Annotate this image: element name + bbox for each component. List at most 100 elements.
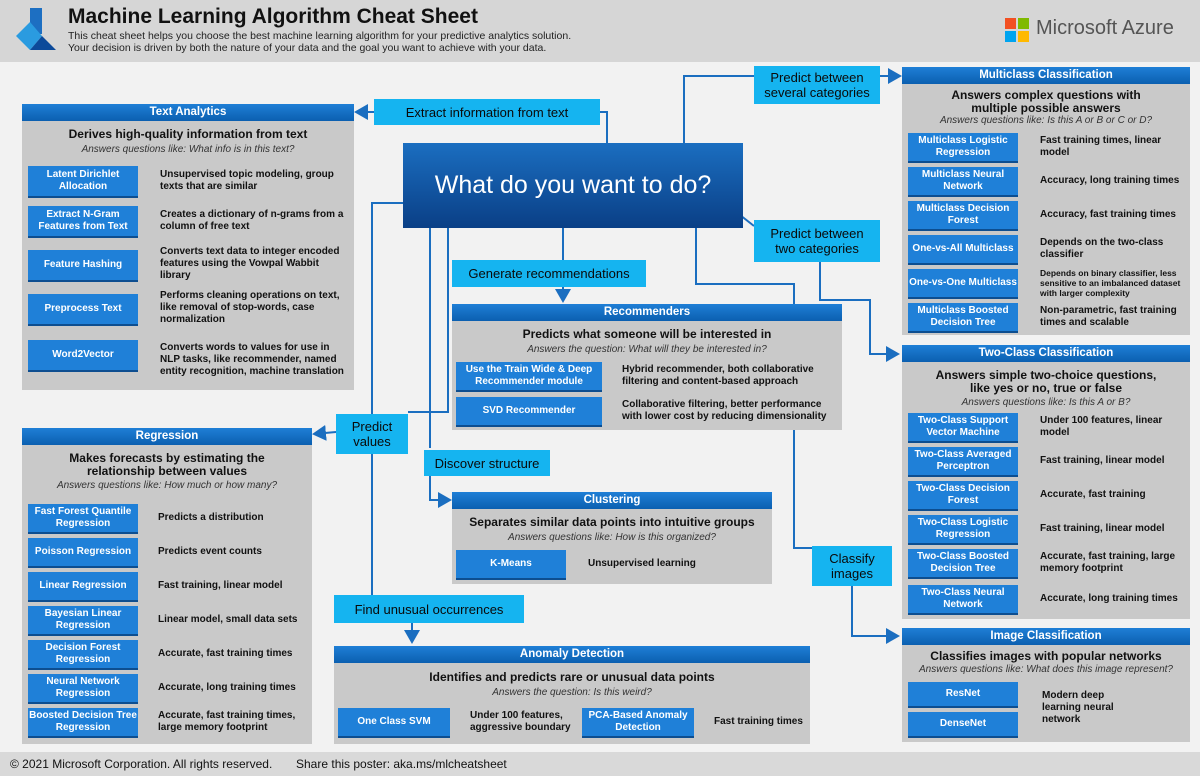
panel-header: Two-Class Classification bbox=[902, 345, 1190, 362]
algo-desc: Accurate, fast training times bbox=[158, 648, 293, 659]
recommenders-panel: Recommenders Predicts what someone will … bbox=[452, 304, 842, 430]
algo-desc: Non-parametric, fast training times and … bbox=[1040, 305, 1177, 328]
algo-two-class-perceptron[interactable]: Two-Class Averaged Perceptron bbox=[908, 447, 1018, 477]
algo-desc: Accurate, long training times bbox=[1040, 593, 1178, 604]
algo-multiclass-neural[interactable]: Multiclass Neural Network bbox=[908, 167, 1018, 197]
algo-k-means[interactable]: K-Means bbox=[456, 550, 566, 580]
page-title: Machine Learning Algorithm Cheat Sheet bbox=[68, 5, 478, 28]
algo-multiclass-logistic[interactable]: Multiclass Logistic Regression bbox=[908, 133, 1018, 163]
share-link[interactable]: Share this poster: aka.ms/mlcheatsheet bbox=[296, 757, 507, 771]
question-extract-info[interactable]: Extract information from text bbox=[374, 99, 600, 125]
panel-title: Identifies and predicts rare or unusual … bbox=[429, 670, 715, 684]
algo-two-class-neural[interactable]: Two-Class Neural Network bbox=[908, 585, 1018, 615]
algo-desc: Fast training times bbox=[714, 716, 803, 727]
algo-two-class-forest[interactable]: Two-Class Decision Forest bbox=[908, 481, 1018, 511]
algo-desc: Accurate, long training times bbox=[158, 682, 296, 693]
algo-desc: Depends on binary classifier, less sensi… bbox=[1040, 268, 1181, 298]
algo-desc: Collaborative filtering, better performa… bbox=[622, 399, 827, 422]
panel-title: Classifies images with popular networks bbox=[930, 649, 1162, 663]
copyright-text: © 2021 Microsoft Corporation. All rights… bbox=[10, 757, 273, 771]
algo-preprocess-text[interactable]: Preprocess Text bbox=[28, 294, 138, 326]
panel-header: Image Classification bbox=[902, 628, 1190, 645]
algo-one-vs-one[interactable]: One-vs-One Multiclass bbox=[908, 269, 1018, 299]
text-analytics-panel: Text Analytics Derives high-quality info… bbox=[22, 104, 354, 390]
algo-two-class-boosted[interactable]: Two-Class Boosted Decision Tree bbox=[908, 549, 1018, 579]
central-question[interactable]: What do you want to do? bbox=[403, 143, 743, 228]
algo-desc: Depends on the two-class classifier bbox=[1040, 237, 1164, 260]
header-bar: Machine Learning Algorithm Cheat Sheet T… bbox=[0, 0, 1200, 62]
multiclass-panel: Multiclass Classification Answers comple… bbox=[902, 67, 1190, 335]
algo-fast-forest-quantile[interactable]: Fast Forest Quantile Regression bbox=[28, 504, 138, 534]
panel-header: Anomaly Detection bbox=[334, 646, 810, 663]
algo-multiclass-forest[interactable]: Multiclass Decision Forest bbox=[908, 201, 1018, 231]
algo-word2vector[interactable]: Word2Vector bbox=[28, 340, 138, 372]
algo-desc: Accuracy, fast training times bbox=[1040, 209, 1176, 220]
algo-one-class-svm[interactable]: One Class SVM bbox=[338, 708, 450, 738]
algo-wide-deep-recommender[interactable]: Use the Train Wide & Deep Recommender mo… bbox=[456, 362, 602, 392]
algo-desc: Converts words to values for use in NLP … bbox=[160, 342, 344, 377]
question-predict-values[interactable]: Predict values bbox=[336, 414, 408, 454]
question-predict-two[interactable]: Predict between two categories bbox=[754, 220, 880, 262]
panel-header: Multiclass Classification bbox=[902, 67, 1190, 84]
regression-panel: Regression Makes forecasts by estimating… bbox=[22, 428, 312, 744]
algo-feature-hashing[interactable]: Feature Hashing bbox=[28, 250, 138, 282]
panel-question: Answers questions like: How much or how … bbox=[56, 480, 278, 491]
algo-desc: Converts text data to integer encoded fe… bbox=[160, 246, 340, 281]
algo-desc: Accuracy, long training times bbox=[1040, 175, 1180, 186]
image-classification-panel: Image Classification Classifies images w… bbox=[902, 628, 1190, 742]
algo-desc: Predicts a distribution bbox=[158, 512, 264, 523]
algo-desc: Fast training, linear model bbox=[1040, 523, 1165, 534]
algo-desc: Modern deep learning neural network bbox=[1042, 690, 1114, 725]
panel-question: Answers questions like: Is this A or B o… bbox=[939, 115, 1153, 126]
question-predict-several[interactable]: Predict between several categories bbox=[754, 66, 880, 104]
subtitle-line-2: Your decision is driven by both the natu… bbox=[68, 42, 547, 54]
brand-name: Microsoft Azure bbox=[1036, 17, 1174, 39]
algo-one-vs-all[interactable]: One-vs-All Multiclass bbox=[908, 235, 1018, 265]
two-class-panel: Two-Class Classification Answers simple … bbox=[902, 345, 1190, 619]
algo-densenet[interactable]: DenseNet bbox=[908, 712, 1018, 738]
algo-latent-dirichlet[interactable]: Latent Dirichlet Allocation bbox=[28, 166, 138, 198]
algo-desc: Under 100 features, aggressive boundary bbox=[470, 710, 571, 733]
algo-resnet[interactable]: ResNet bbox=[908, 682, 1018, 708]
algo-extract-ngram[interactable]: Extract N-Gram Features from Text bbox=[28, 206, 138, 238]
algo-multiclass-boosted[interactable]: Multiclass Boosted Decision Tree bbox=[908, 303, 1018, 333]
panel-title: Derives high-quality information from te… bbox=[68, 127, 308, 141]
algo-desc: Under 100 features, linear model bbox=[1040, 415, 1163, 438]
algo-boosted-decision-tree-regression[interactable]: Boosted Decision Tree Regression bbox=[28, 708, 138, 738]
microsoft-logo-icon bbox=[1005, 18, 1029, 42]
algo-linear-regression[interactable]: Linear Regression bbox=[28, 572, 138, 602]
algo-desc: Linear model, small data sets bbox=[158, 614, 298, 625]
panel-question: Answers questions like: How is this orga… bbox=[508, 532, 716, 543]
algo-svd-recommender[interactable]: SVD Recommender bbox=[456, 397, 602, 427]
anomaly-detection-panel: Anomaly Detection Identifies and predict… bbox=[334, 646, 810, 744]
algo-desc: Hybrid recommender, both collaborative f… bbox=[622, 364, 814, 387]
algo-desc: Performs cleaning operations on text, li… bbox=[160, 290, 340, 325]
algo-desc: Accurate, fast training bbox=[1040, 489, 1146, 500]
panel-header: Text Analytics bbox=[22, 104, 354, 121]
question-recommendations[interactable]: Generate recommendations bbox=[452, 260, 646, 287]
question-discover-structure[interactable]: Discover structure bbox=[424, 450, 550, 476]
panel-title: Answers simple two-choice questions, lik… bbox=[935, 368, 1157, 395]
algo-poisson[interactable]: Poisson Regression bbox=[28, 538, 138, 568]
algo-bayesian-linear[interactable]: Bayesian Linear Regression bbox=[28, 606, 138, 636]
algo-decision-forest-regression[interactable]: Decision Forest Regression bbox=[28, 640, 138, 670]
question-classify-images[interactable]: Classify images bbox=[812, 546, 892, 586]
clustering-panel: Clustering Separates similar data points… bbox=[452, 492, 772, 584]
panel-header: Recommenders bbox=[452, 304, 842, 321]
algo-desc: Fast training, linear model bbox=[158, 580, 283, 591]
panel-question: Answers the question: What will they be … bbox=[527, 344, 767, 355]
algo-neural-network-regression[interactable]: Neural Network Regression bbox=[28, 674, 138, 704]
algo-desc: Accurate, fast training times, large mem… bbox=[158, 710, 296, 733]
panel-header: Regression bbox=[22, 428, 312, 445]
panel-title: Predicts what someone will be interested… bbox=[522, 327, 772, 341]
subtitle-line-1: This cheat sheet helps you choose the be… bbox=[68, 30, 572, 42]
question-unusual-occurrences[interactable]: Find unusual occurrences bbox=[334, 595, 524, 623]
panel-question: Answers questions like: What info is in … bbox=[81, 144, 295, 155]
panel-title: Answers complex questions with multiple … bbox=[951, 88, 1141, 115]
algo-two-class-svm[interactable]: Two-Class Support Vector Machine bbox=[908, 413, 1018, 443]
algo-desc: Fast training, linear model bbox=[1040, 455, 1165, 466]
algo-pca-anomaly[interactable]: PCA-Based Anomaly Detection bbox=[582, 708, 694, 738]
footer-bar: © 2021 Microsoft Corporation. All rights… bbox=[0, 752, 1200, 776]
algo-desc: Accurate, fast training, large memory fo… bbox=[1040, 551, 1176, 574]
algo-two-class-logistic[interactable]: Two-Class Logistic Regression bbox=[908, 515, 1018, 545]
